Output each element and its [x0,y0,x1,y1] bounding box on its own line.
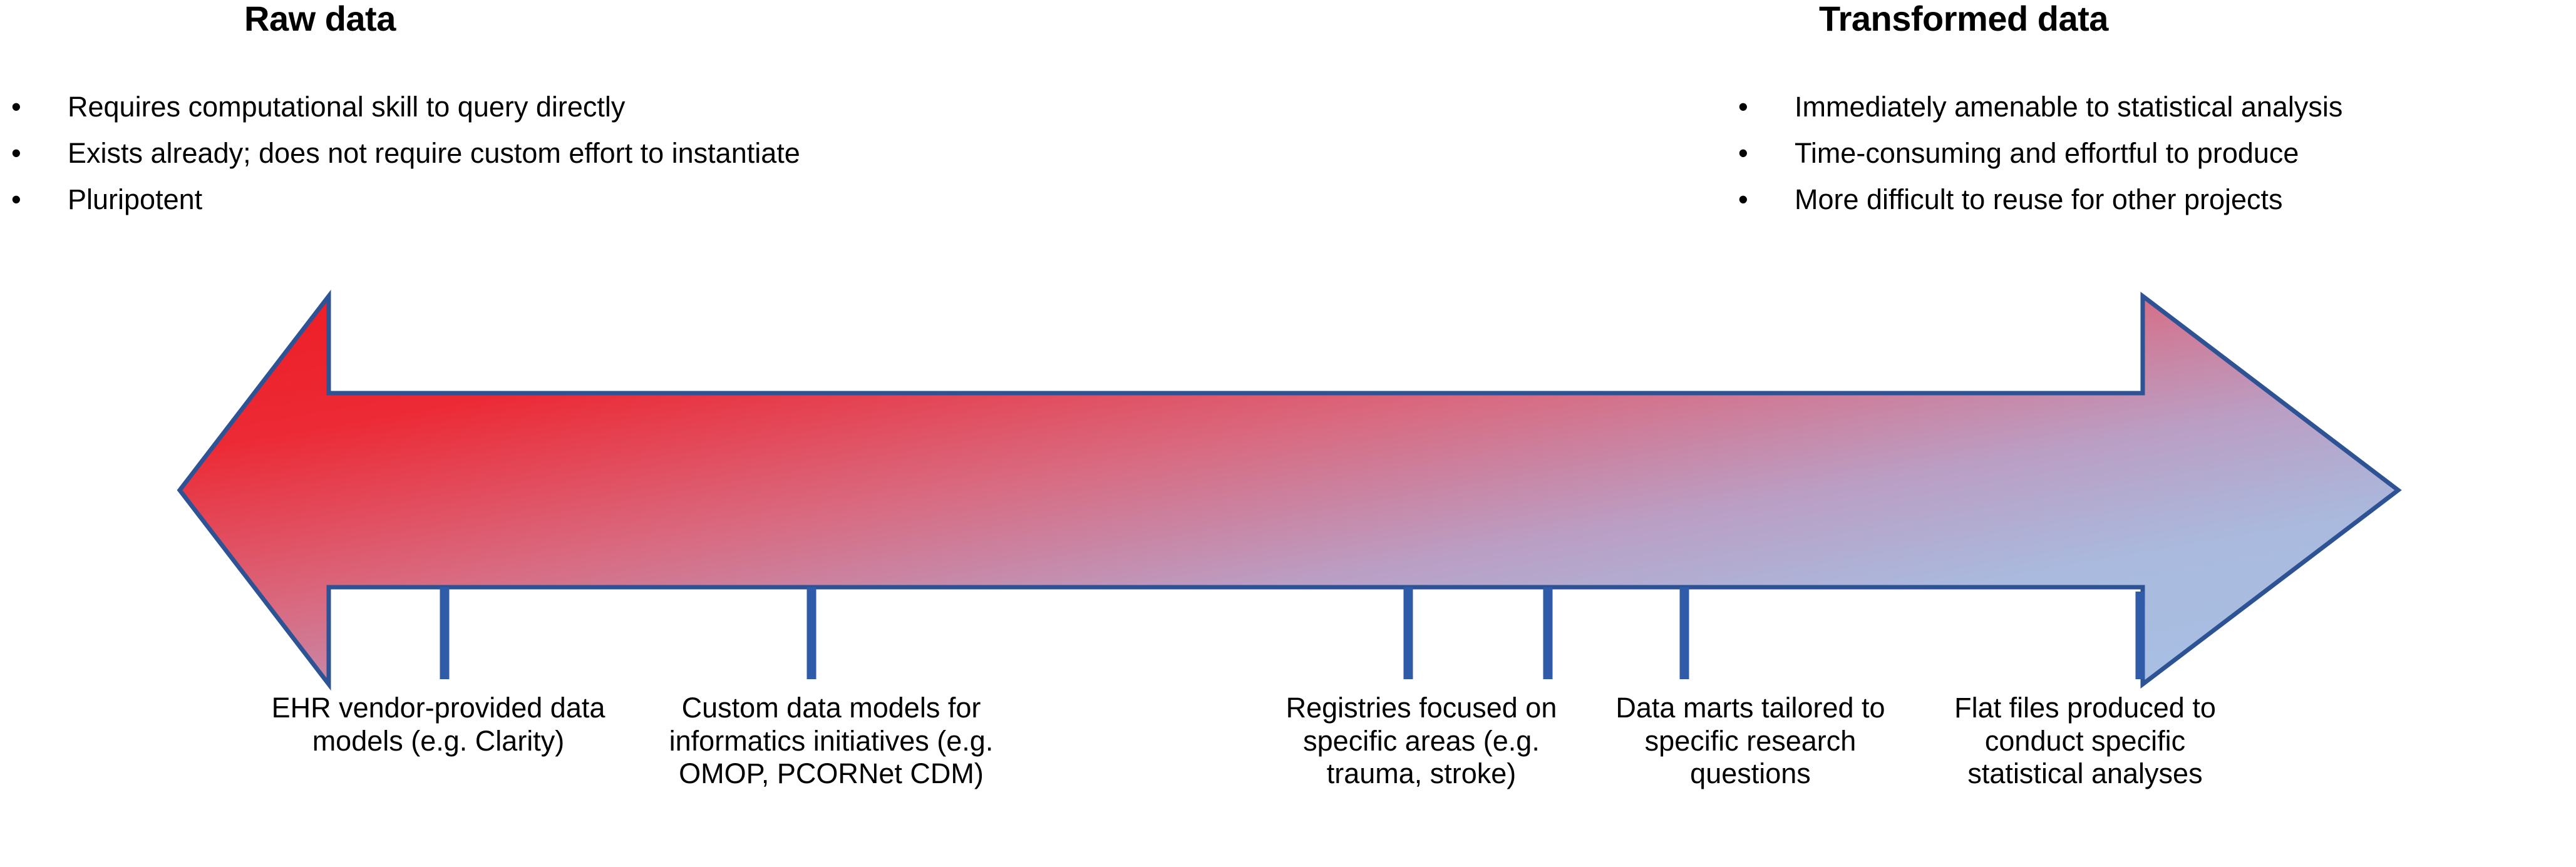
spectrum-label-registries: Registries focused on specific areas (e.… [1285,692,1557,790]
list-item-label: Exists already; does not require custom … [68,137,800,169]
raw-data-heading: Raw data [244,0,396,38]
double-headed-arrow [177,289,2402,691]
bullet-icon: • [1738,91,1748,123]
transformed-data-bullet-list: • Immediately amenable to statistical an… [1727,93,2342,232]
spectrum-label-custom-data-models: Custom data models for informatics initi… [669,692,994,790]
bullet-icon: • [1738,183,1748,215]
list-item-label: Immediately amenable to statistical anal… [1795,91,2343,123]
raw-data-bullet-list: • Requires computational skill to query … [0,93,800,232]
bullet-icon: • [11,137,21,169]
list-item-label: Time-consuming and effortful to produce [1795,137,2299,169]
bullet-icon: • [1738,137,1748,169]
list-item: • Time-consuming and effortful to produc… [1727,139,2342,167]
list-item: • Pluripotent [0,185,800,213]
list-item: • Immediately amenable to statistical an… [1727,93,2342,121]
list-item: • Exists already; does not require custo… [0,139,800,167]
spectrum-label-ehr-vendor-provided: EHR vendor-provided data models (e.g. Cl… [271,692,605,757]
list-item: • More difficult to reuse for other proj… [1727,185,2342,213]
bullet-icon: • [11,183,21,215]
spectrum-label-flat-files: Flat files produced to conduct specific … [1954,692,2216,790]
list-item-label: More difficult to reuse for other projec… [1795,183,2283,215]
tick-marks [440,587,2145,679]
spectrum-label-data-marts: Data marts tailored to specific research… [1615,692,1885,790]
list-item-label: Pluripotent [68,183,203,215]
list-item-label: Requires computational skill to query di… [68,91,626,123]
bullet-icon: • [11,91,21,123]
list-item: • Requires computational skill to query … [0,93,800,121]
transformed-data-heading: Transformed data [1819,0,2108,38]
